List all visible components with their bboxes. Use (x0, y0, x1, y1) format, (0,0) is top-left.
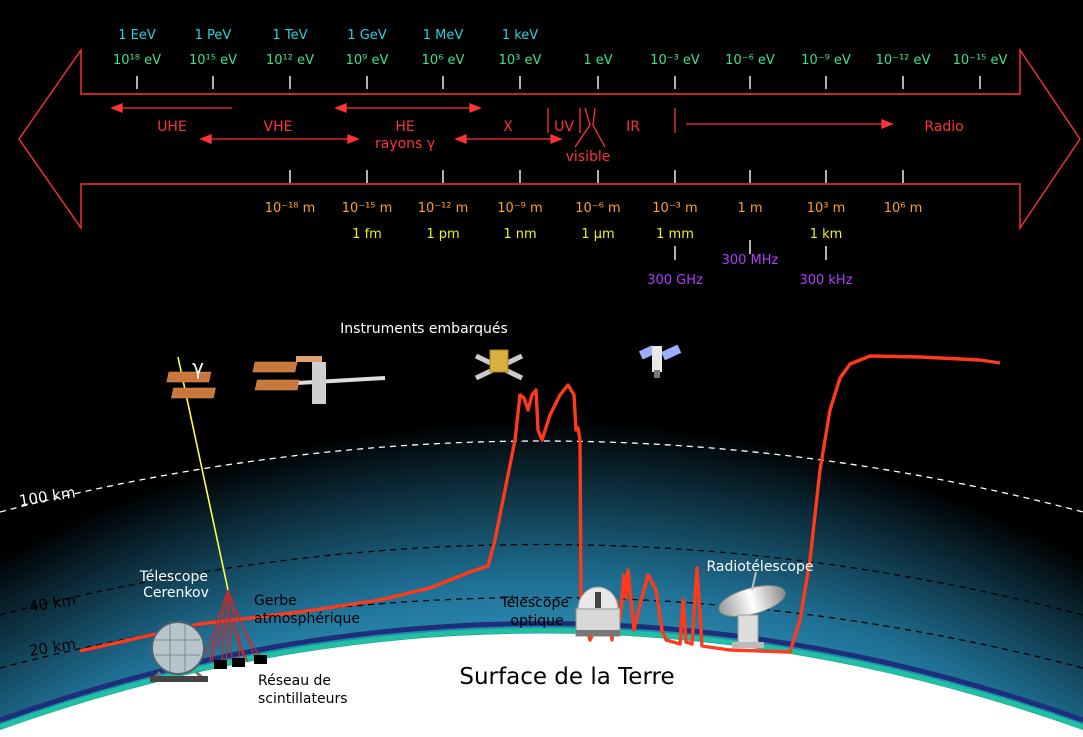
band-uhe: UHE (157, 119, 187, 135)
energy-value-label: 10¹² eV (266, 53, 314, 68)
band-labels: UHE VHE HE rayons γ X UV IR visible Radi… (157, 119, 963, 165)
energy-values: 10¹⁸ eV 10¹⁵ eV 10¹² eV 10⁹ eV 10⁶ eV 10³ eV 1… (113, 53, 1008, 68)
energy-unit-label: 1 EeV (118, 28, 156, 43)
spectrum-double-arrow (18, 47, 1081, 231)
scintillator-array (214, 655, 267, 669)
iss-station (166, 356, 386, 404)
length-unit-label: 1 fm (352, 227, 382, 242)
band-radio: Radio (924, 119, 963, 135)
frequency-label: 300 MHz (722, 253, 779, 268)
energy-value-label: 10¹⁸ eV (113, 53, 161, 68)
cerenkov-telescope (150, 621, 208, 683)
length-label: 10⁻⁹ m (497, 201, 542, 216)
length-unit-label: 1 nm (503, 227, 536, 242)
energy-value-label: 10⁻⁶ eV (725, 53, 775, 68)
frequency-label: 300 GHz (647, 273, 703, 288)
radio-telescope (718, 571, 786, 648)
length-ticks (289, 170, 904, 183)
svg-text:Télescope optique: Télescope optique (500, 595, 574, 629)
length-label: 10⁻¹⁵ m (342, 201, 393, 216)
energy-value-label: 10⁻⁹ eV (801, 53, 851, 68)
telescope-cerenkov-label-1: Télescope (139, 569, 208, 585)
length-label: 1 m (737, 201, 762, 216)
length-unit-label: 1 pm (426, 227, 459, 242)
energy-unit-label: 1 GeV (347, 28, 386, 43)
energy-value-label: 10³ eV (499, 53, 542, 68)
energy-value-label: 10⁻³ eV (650, 53, 700, 68)
band-rayons-gamma: rayons γ (375, 136, 435, 152)
frequency-connectors (674, 240, 827, 260)
length-label: 10⁻¹² m (418, 201, 469, 216)
reseau-label-2: scintillateurs (258, 691, 348, 707)
atmospheric-transmission-curve (79, 354, 1001, 654)
length-label: 10⁻¹⁸ m (265, 201, 316, 216)
telescope-optique-label-2: optique (510, 613, 563, 629)
energy-unit-label: 1 PeV (195, 28, 232, 43)
length-label: 10⁻⁶ m (575, 201, 620, 216)
svg-text:Réseau de scintillateurs: Réseau de scintillateurs (258, 673, 348, 707)
band-uv: UV (554, 119, 574, 135)
energy-value-label: 10⁹ eV (346, 53, 389, 68)
satellite-1 (474, 349, 524, 381)
energy-value-label: 10⁻¹⁵ eV (953, 53, 1008, 68)
gerbe-label-1: Gerbe (254, 593, 297, 609)
length-label: 10⁶ m (884, 201, 923, 216)
length-unit-label: 1 km (810, 227, 843, 242)
energy-ticks (136, 76, 981, 89)
energy-unit-label: 1 TeV (272, 28, 307, 43)
length-units: 1 fm 1 pm 1 nm 1 µm 1 mm 1 km (352, 227, 842, 242)
frequencies: 300 GHz 300 MHz 300 kHz (647, 253, 853, 288)
lengths: 10⁻¹⁸ m 10⁻¹⁵ m 10⁻¹² m 10⁻⁹ m 10⁻⁶ m 10⁻³ m 1… (265, 201, 923, 216)
band-x: X (503, 119, 513, 135)
instruments-label: Instruments embarqués (340, 321, 508, 337)
gamma-label: γ (192, 355, 204, 379)
svg-text:Télescope Cerenkov: Télescope Cerenkov (139, 569, 213, 601)
reseau-label-1: Réseau de (258, 673, 331, 689)
band-vhe: VHE (264, 119, 293, 135)
length-label: 10⁻³ m (652, 201, 697, 216)
svg-text:Gerbe atmosphérique: Gerbe atmosphérique (254, 593, 360, 627)
band-ir: IR (626, 119, 640, 135)
earth-body (0, 633, 1083, 737)
energy-value-label: 10⁻¹² eV (876, 53, 931, 68)
telescope-cerenkov-label-2: Cerenkov (143, 585, 209, 601)
band-he: HE (395, 119, 414, 135)
optical-telescope (575, 586, 621, 637)
frequency-label: 300 kHz (799, 273, 852, 288)
telescope-optique-label-1: Télescope (500, 595, 569, 611)
length-unit-label: 1 µm (581, 227, 614, 242)
band-arrows (110, 103, 894, 148)
energy-unit-label: 1 MeV (423, 28, 464, 43)
energy-units: 1 EeV 1 PeV 1 TeV 1 GeV 1 MeV 1 keV (118, 28, 538, 43)
surface-label: Surface de la Terre (459, 664, 674, 690)
air-shower (204, 589, 263, 663)
band-visible: visible (566, 149, 611, 165)
radiotelescope-label: Radiotélescope (706, 559, 813, 575)
energy-unit-label: 1 keV (502, 28, 538, 43)
gerbe-label-2: atmosphérique (254, 611, 360, 627)
energy-value-label: 10⁶ eV (422, 53, 465, 68)
energy-value-label: 10¹⁵ eV (189, 53, 237, 68)
energy-value-label: 1 eV (583, 53, 612, 68)
satellite-2 (638, 344, 682, 378)
length-label: 10³ m (807, 201, 846, 216)
length-unit-label: 1 mm (656, 227, 694, 242)
